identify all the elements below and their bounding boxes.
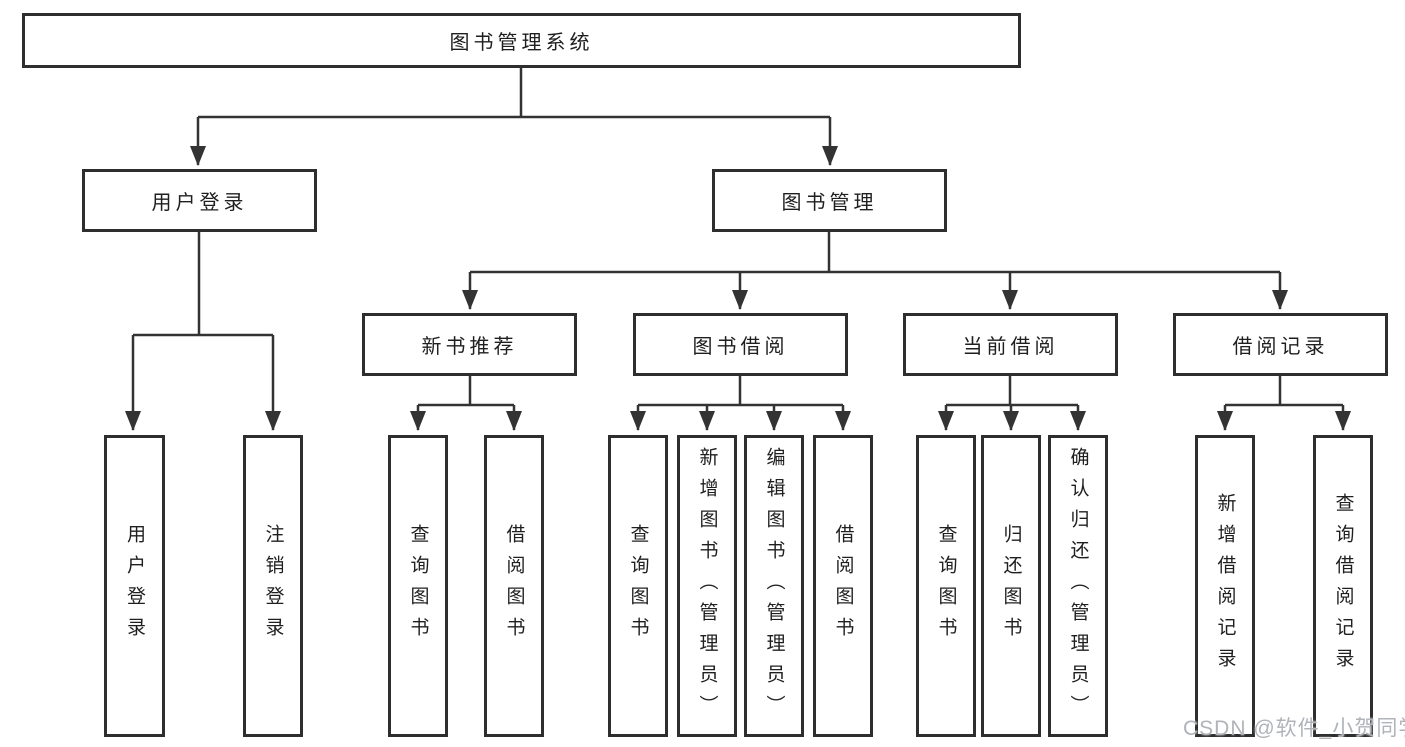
connector-new-book-to-leaves [410,376,522,431]
node-label: 查询借阅记录 [1332,493,1354,679]
node-book-management-system: 图书管理系统 [22,13,1021,68]
leaf-borrowing-add-books-admin: 新增图书（管理员） [677,435,737,737]
node-new-book-recommendation: 新书推荐 [362,313,577,376]
node-label: 借阅图书 [503,524,525,648]
node-label: 借阅图书 [832,524,854,648]
leaf-borrowing-query-books: 查询图书 [608,435,668,737]
leaf-current-query-books: 查询图书 [916,435,976,737]
csdn-watermark: CSDN @软件_小贺同学 [1183,717,1405,740]
node-user-login: 用户登录 [82,169,317,232]
leaf-logout: 注销登录 [243,435,303,737]
node-label: 图书管理 [781,192,878,214]
node-label: 新书推荐 [421,336,518,358]
node-label: 用户登录 [124,524,145,648]
node-label: 当前借阅 [962,336,1059,358]
connector-current-to-leaves [938,376,1086,431]
node-label: 新增借阅记录 [1214,493,1236,679]
node-book-borrowing: 图书借阅 [633,313,848,376]
leaf-borrowing-edit-books-admin: 编辑图书（管理员） [744,435,804,737]
node-label: 注销登录 [262,524,284,648]
connector-records-to-leaves [1217,376,1351,431]
node-label: 图书借阅 [692,336,789,358]
connector-root-to-level2 [190,68,838,166]
leaf-borrowing-borrow-books: 借阅图书 [813,435,873,737]
leaf-newbook-borrow-books: 借阅图书 [484,435,544,737]
connector-user-login-to-leaves [125,232,281,431]
leaf-records-add-borrow-record: 新增借阅记录 [1195,435,1255,737]
node-label: 新增图书（管理员） [696,446,718,726]
node-label: 图书管理系统 [449,32,594,54]
node-label: 确认归还（管理员） [1067,446,1089,726]
leaf-current-confirm-return-admin: 确认归还（管理员） [1048,435,1108,737]
node-label: 用户登录 [151,192,248,214]
node-current-borrowing: 当前借阅 [903,313,1118,376]
node-label: 归还图书 [1000,524,1022,648]
node-borrowing-records: 借阅记录 [1173,313,1388,376]
leaf-newbook-query-books: 查询图书 [388,435,448,737]
leaf-current-return-books: 归还图书 [981,435,1041,737]
node-label: 查询图书 [935,524,957,648]
leaf-user-login: 用户登录 [104,435,165,737]
node-label: 编辑图书（管理员） [763,446,785,726]
leaf-records-query-borrow-record: 查询借阅记录 [1313,435,1373,737]
connector-borrowing-to-leaves [630,376,851,431]
connector-book-mgmt-to-level3 [462,232,1288,310]
node-book-management: 图书管理 [712,169,947,232]
node-label: 借阅记录 [1232,336,1329,358]
node-label: 查询图书 [627,524,649,648]
node-label: 查询图书 [407,524,429,648]
